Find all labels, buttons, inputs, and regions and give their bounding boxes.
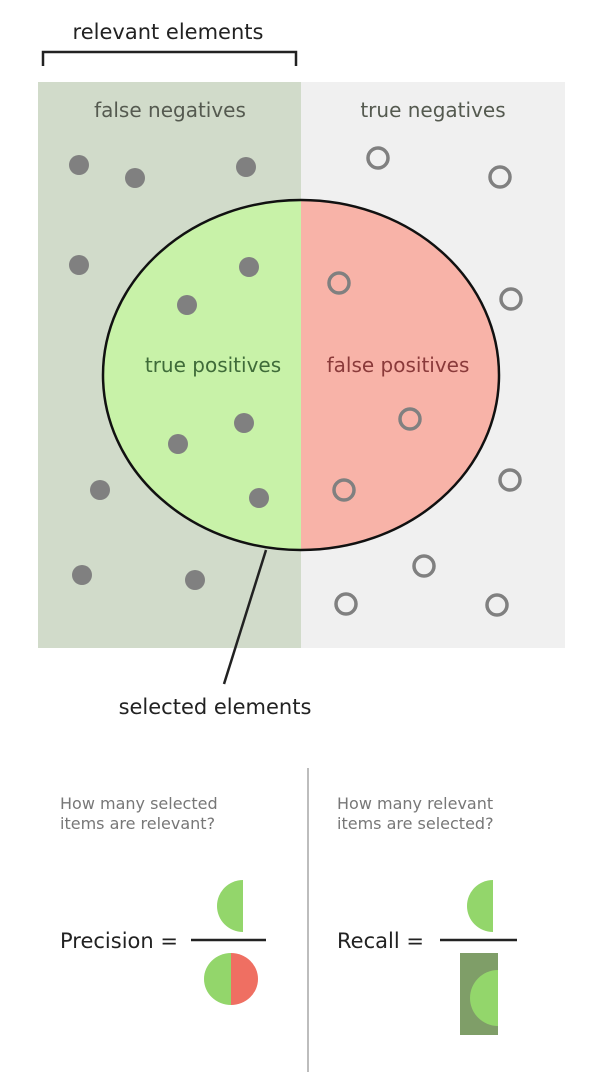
selected-pointer-line — [222, 549, 268, 685]
false-negatives-label: false negatives — [94, 98, 246, 122]
dot — [177, 295, 197, 315]
dot — [327, 271, 351, 295]
selected-elements-label: selected elements — [119, 695, 312, 719]
recall-section: How many relevant items are selected? Re… — [337, 794, 517, 1035]
dot — [334, 592, 358, 616]
dot — [332, 478, 356, 502]
dot — [488, 165, 512, 189]
dot — [168, 434, 188, 454]
dot — [125, 168, 145, 188]
dot — [69, 255, 89, 275]
precision-denominator-red-half — [231, 953, 258, 1005]
precision-question-line2: items are relevant? — [60, 814, 215, 833]
dot — [398, 407, 422, 431]
dot — [366, 146, 390, 170]
dot — [72, 565, 92, 585]
relevant-elements-label: relevant elements — [73, 20, 264, 44]
dot — [249, 488, 269, 508]
dot — [234, 413, 254, 433]
precision-numerator-half-circle — [217, 880, 243, 932]
dot — [499, 287, 523, 311]
dot — [236, 157, 256, 177]
dot — [90, 480, 110, 500]
true-positives-label: true positives — [145, 353, 281, 377]
dot — [412, 554, 436, 578]
dot — [485, 593, 509, 617]
true-positive-dots — [168, 257, 269, 508]
false-negative-dots — [69, 155, 256, 590]
dot — [185, 570, 205, 590]
relevant-bracket — [41, 50, 298, 66]
precision-denominator-green-half — [204, 953, 231, 1005]
dot — [498, 468, 522, 492]
true-negatives-label: true negatives — [360, 98, 505, 122]
recall-question-line1: How many relevant — [337, 794, 493, 813]
dot — [239, 257, 259, 277]
recall-question-line2: items are selected? — [337, 814, 494, 833]
recall-denominator-half-circle — [470, 970, 498, 1026]
precision-label: Precision = — [60, 929, 178, 953]
precision-question-line1: How many selected — [60, 794, 218, 813]
recall-numerator-half-circle — [467, 880, 493, 932]
selected-ellipse — [101, 198, 501, 552]
recall-label: Recall = — [337, 929, 424, 953]
precision-section: How many selected items are relevant? Pr… — [60, 794, 266, 1005]
true-negative-dots — [334, 146, 523, 617]
false-positives-label: false positives — [327, 353, 470, 377]
dot — [69, 155, 89, 175]
false-positive-dots — [327, 271, 422, 502]
